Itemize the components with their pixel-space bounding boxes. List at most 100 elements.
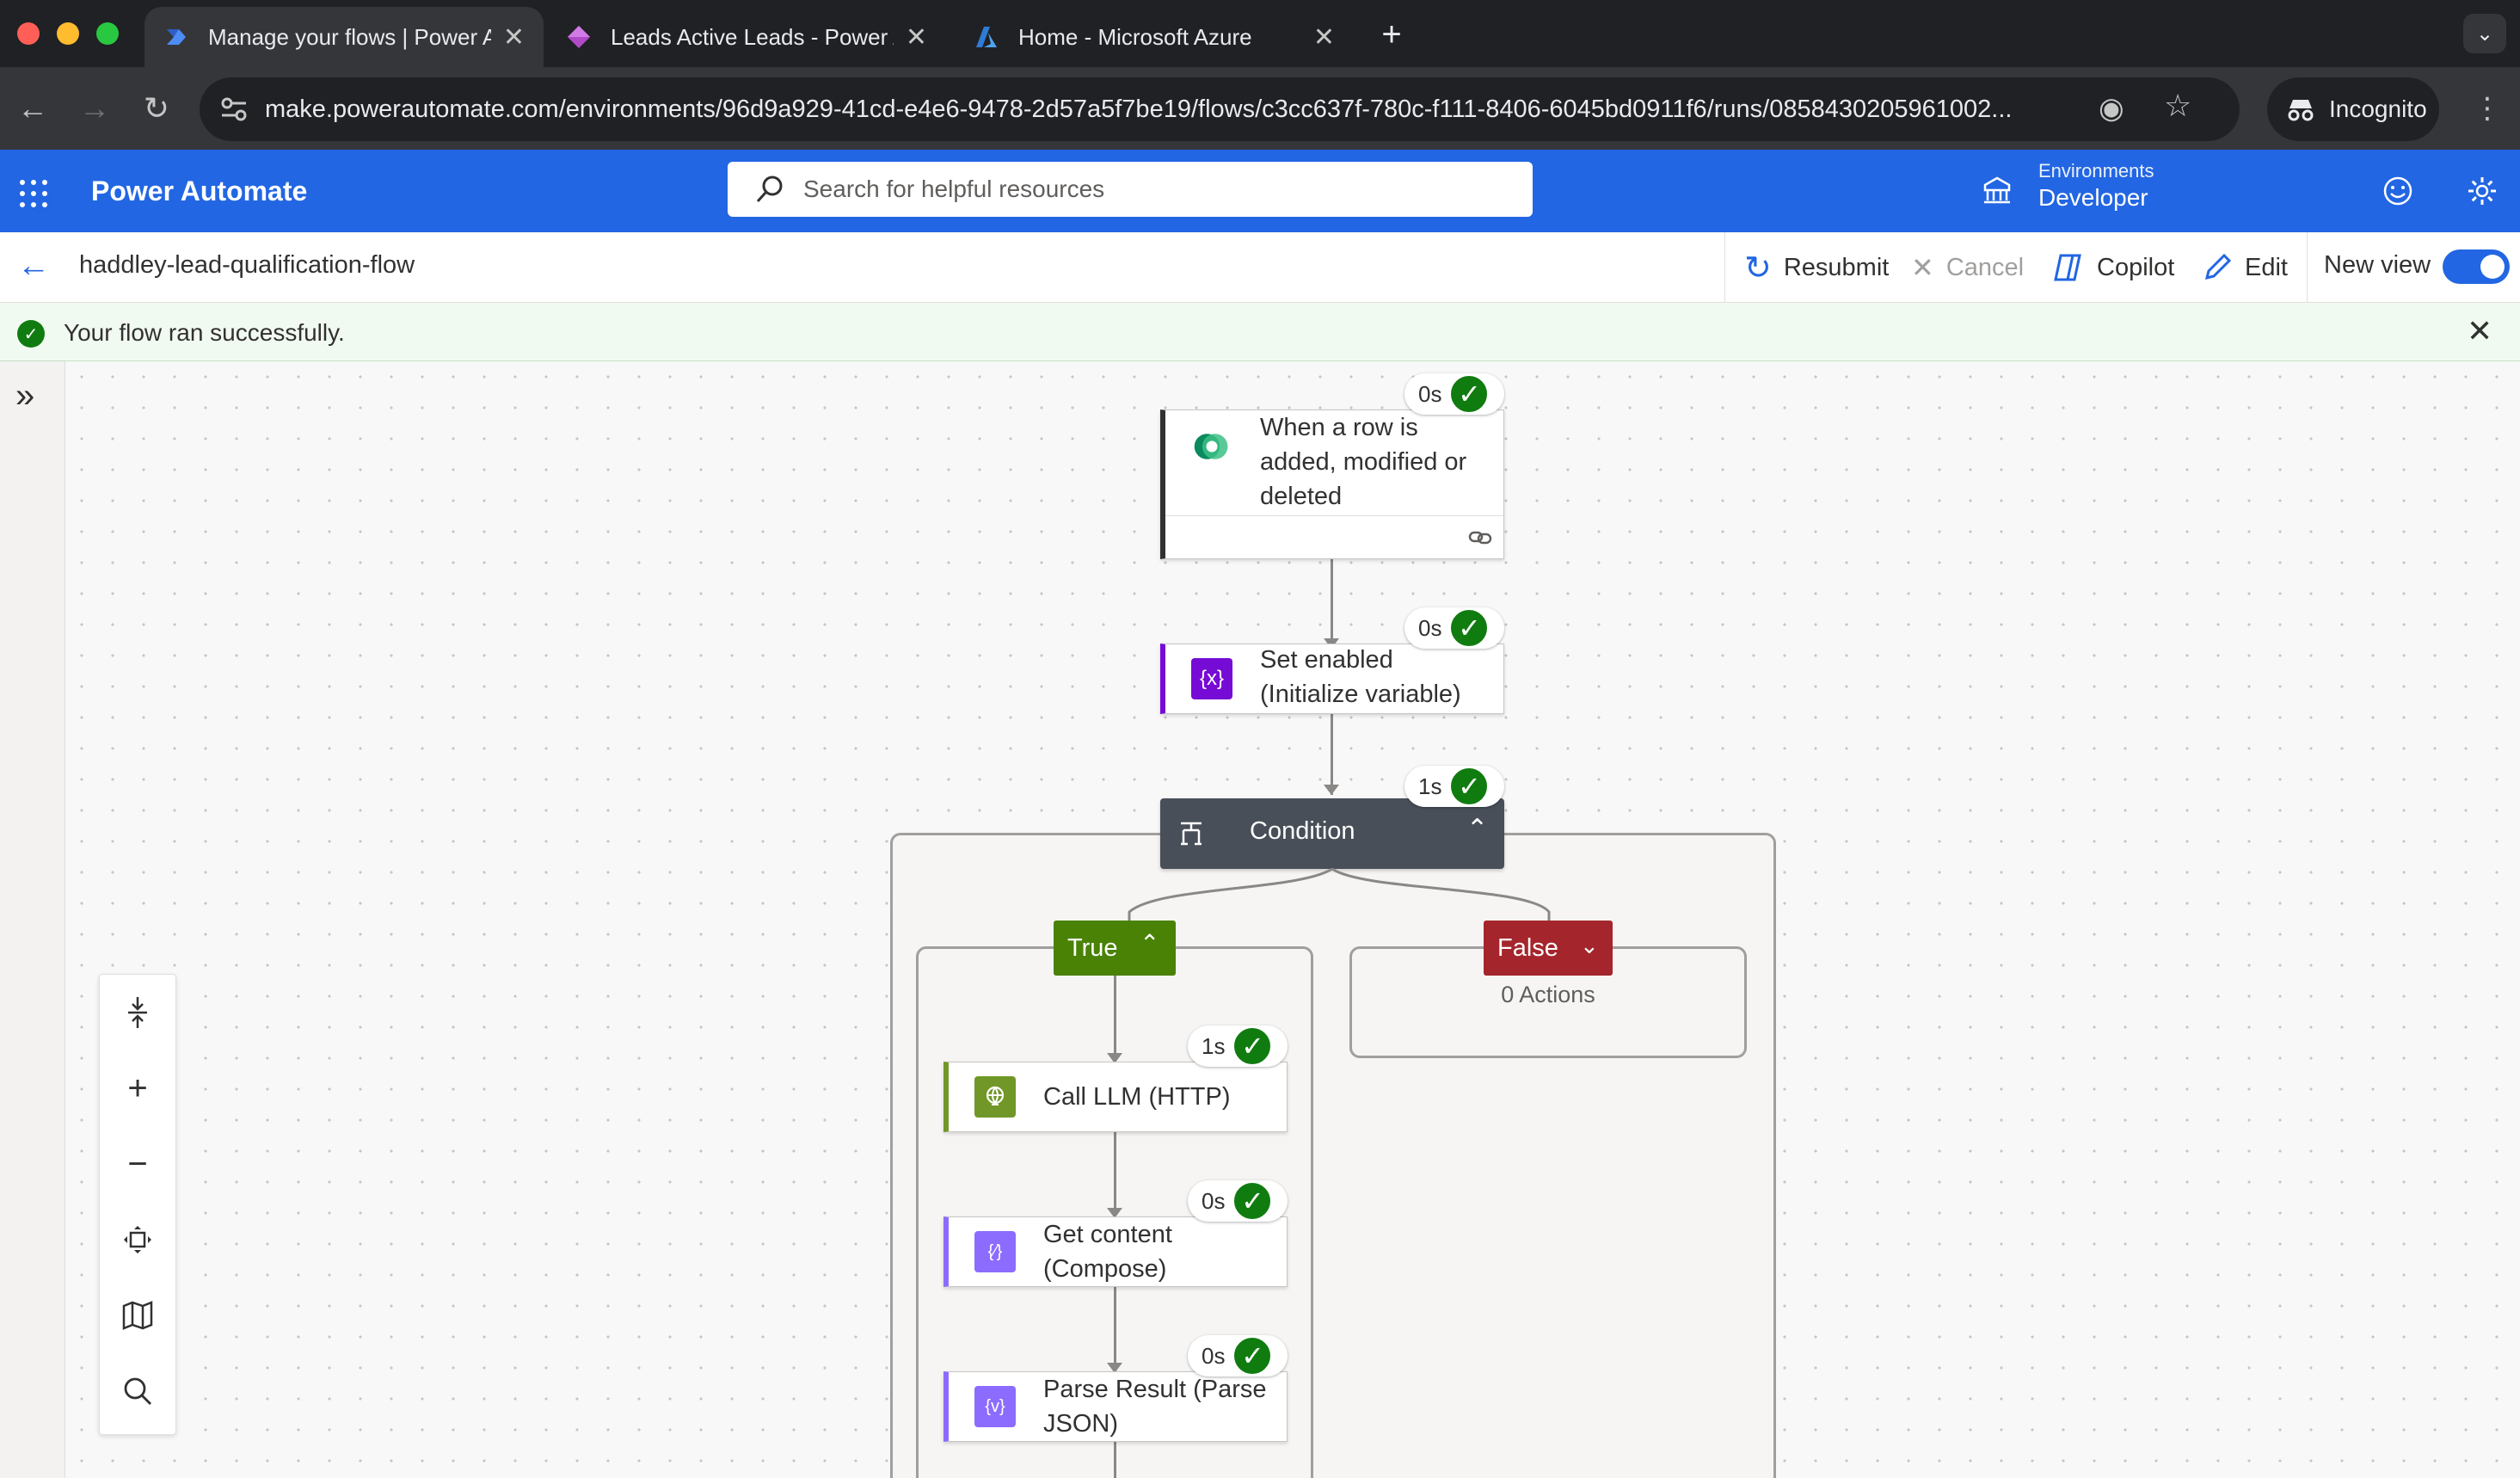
duration-text: 0s (1418, 614, 1442, 641)
success-check-icon: ✓ (1232, 1025, 1274, 1067)
cancel-x-icon: ✕ (1911, 252, 1934, 283)
search-icon[interactable] (100, 1353, 175, 1429)
tab-search-chevron-down-icon[interactable]: ⌄ (2463, 14, 2506, 53)
connector-line (1114, 1440, 1116, 1478)
eye-icon[interactable]: ◉ (2099, 92, 2124, 125)
tab-title: Home - Microsoft Azure (1018, 23, 1252, 50)
close-tab-icon[interactable]: ✕ (502, 22, 525, 52)
edit-label: Edit (2245, 253, 2288, 281)
true-branch-label[interactable]: True ⌃ (1054, 921, 1176, 976)
close-tab-icon[interactable]: ✕ (1312, 22, 1335, 52)
cancel-button[interactable]: ✕ Cancel (1911, 248, 2024, 287)
action-duration-badge: 0s ✓ (1188, 1335, 1288, 1376)
success-check-icon: ✓ (17, 320, 45, 348)
success-check-icon: ✓ (1232, 1180, 1274, 1222)
search-placeholder: Search for helpful resources (803, 176, 1105, 202)
new-tab-button[interactable]: + (1381, 15, 1402, 53)
dataverse-icon (1191, 426, 1232, 467)
action-card-parse-result[interactable]: {v} Parse Result (Parse JSON) (943, 1371, 1288, 1442)
maximize-window-button[interactable] (96, 22, 119, 45)
environment-name[interactable]: Developer (2038, 184, 2148, 211)
false-branch-label[interactable]: False ⌄ (1484, 921, 1613, 976)
command-bar: ← haddley-lead-qualification-flow ↻ Resu… (0, 232, 2520, 303)
action-title: Get content (Compose) (1043, 1221, 1172, 1283)
environments-label: Environments (2038, 160, 2154, 182)
close-window-button[interactable] (17, 22, 40, 45)
browser-menu-icon[interactable]: ⋮ (2473, 92, 2502, 125)
fit-vertical-icon[interactable] (100, 975, 175, 1050)
http-globe-icon (974, 1076, 1016, 1118)
initialize-variable-card[interactable]: {x} Set enabled (Initialize variable) (1160, 644, 1504, 714)
link-icon[interactable] (1468, 526, 1492, 550)
trigger-card[interactable]: When a row is added, modified or deleted (1160, 410, 1504, 559)
expand-chevron-down-icon[interactable]: ⌄ (1580, 933, 1599, 958)
connector-line (1331, 712, 1333, 795)
action-duration-badge: 0s ✓ (1188, 1180, 1288, 1222)
back-arrow-icon[interactable]: ← (17, 248, 50, 284)
azure-icon (976, 27, 997, 47)
resubmit-icon: ↻ (1744, 249, 1772, 286)
settings-gear-icon[interactable] (2467, 176, 2498, 206)
search-icon (756, 176, 783, 203)
false-label-text: False (1497, 934, 1558, 962)
browser-tab-power-apps[interactable]: Leads Active Leads - Power A ✕ (547, 7, 946, 67)
copilot-label: Copilot (2097, 253, 2175, 281)
minimize-window-button[interactable] (57, 22, 79, 45)
duration-text: 1s (1202, 1032, 1226, 1059)
action-card-call-llm[interactable]: Call LLM (HTTP) (943, 1062, 1288, 1132)
app-title[interactable]: Power Automate (91, 176, 308, 206)
back-arrow-icon[interactable]: ← (17, 90, 48, 126)
success-check-icon: ✓ (1448, 373, 1490, 415)
address-bar[interactable]: make.powerautomate.com/environments/96d9… (200, 77, 2240, 141)
trigger-duration-badge: 0s ✓ (1404, 373, 1504, 415)
tab-title: Leads Active Leads - Power A (611, 23, 894, 50)
empty-actions-text: 0 Actions (1501, 982, 1595, 1007)
reload-icon[interactable]: ↻ (143, 90, 170, 126)
zoom-in-icon[interactable]: + (127, 1068, 148, 1107)
search-input[interactable]: Search for helpful resources (728, 162, 1533, 217)
condition-card[interactable]: Condition ⌃ (1160, 798, 1504, 869)
divider (1724, 232, 1725, 303)
browser-toolbar: ← → ↻ make.powerautomate.com/environment… (0, 67, 2520, 150)
connector-line (1331, 559, 1333, 649)
resubmit-button[interactable]: ↻ Resubmit (1744, 248, 1889, 287)
close-tab-icon[interactable]: ✕ (905, 22, 927, 52)
copilot-button[interactable]: Copilot (2050, 248, 2174, 287)
copilot-icon (2054, 254, 2081, 281)
new-view-toggle[interactable] (2443, 249, 2510, 284)
action-title: Parse Result (Parse JSON) (1043, 1376, 1267, 1438)
expand-panel-chevrons-icon[interactable]: » (15, 377, 35, 415)
action-duration-badge: 1s ✓ (1188, 1025, 1288, 1067)
action-card-get-content[interactable]: {⁄} Get content (Compose) (943, 1216, 1288, 1287)
app-header: Power Automate Search for helpful resour… (0, 150, 2520, 232)
cancel-label: Cancel (1945, 253, 2025, 281)
site-info-icon[interactable] (220, 96, 248, 122)
feedback-smiley-icon[interactable] (2382, 176, 2413, 206)
variable-icon: {x} (1191, 658, 1232, 699)
browser-tab-power-automate[interactable]: Manage your flows | Power Au ✕ (144, 7, 544, 67)
toggle-knob (2480, 255, 2505, 279)
bookmark-star-icon[interactable]: ☆ (2164, 88, 2192, 123)
app-launcher-icon[interactable] (19, 179, 48, 208)
incognito-indicator[interactable]: Incognito (2267, 77, 2439, 141)
connector-arrow (1107, 1053, 1122, 1063)
browser-tab-azure[interactable]: Home - Microsoft Azure ✕ (955, 7, 1354, 67)
connector-line (1114, 1130, 1116, 1216)
flow-designer-canvas[interactable]: When a row is added, modified or deleted… (66, 361, 2520, 1478)
connector-arrow (1324, 785, 1339, 795)
true-label-text: True (1067, 934, 1118, 962)
collapse-chevron-up-icon[interactable]: ⌃ (1466, 815, 1489, 843)
edit-button[interactable]: Edit (2202, 248, 2288, 287)
fit-view-icon[interactable] (100, 1202, 175, 1278)
minimap-icon[interactable] (100, 1278, 175, 1353)
dismiss-message-close-icon[interactable]: ✕ (2467, 313, 2493, 348)
trigger-title: When a row is added, modified or deleted (1260, 414, 1467, 510)
environment-icon (1983, 176, 2011, 204)
forward-arrow-icon[interactable]: → (79, 90, 110, 126)
zoom-out-icon[interactable]: − (127, 1144, 148, 1183)
collapse-chevron-up-icon[interactable]: ⌃ (1140, 930, 1160, 957)
connector-line (1114, 976, 1116, 1062)
resubmit-label: Resubmit (1783, 253, 1890, 281)
success-check-icon: ✓ (1448, 766, 1490, 807)
connector-arrow (1107, 1363, 1122, 1373)
